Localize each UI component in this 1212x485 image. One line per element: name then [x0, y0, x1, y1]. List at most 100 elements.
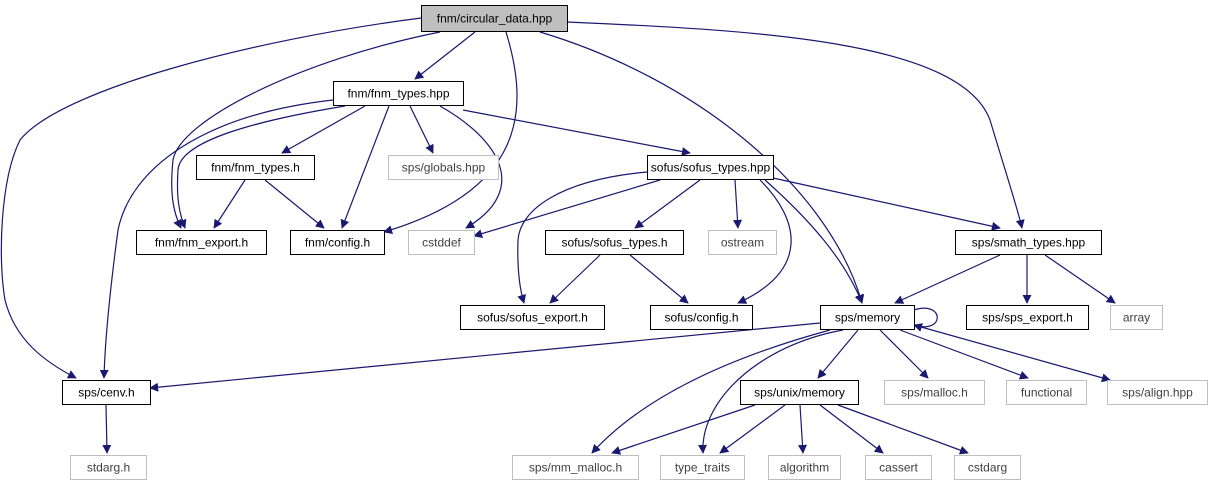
node-box [388, 155, 499, 180]
node-box [408, 230, 475, 255]
node-globals: sps/globals.hpp [388, 155, 499, 180]
edge-memory-to-type-traits [698, 329, 844, 454]
edge-unix-memory-to-algorithm [798, 404, 807, 454]
node-smath[interactable]: sps/smath_types.hpp [955, 230, 1102, 255]
node-box [820, 305, 915, 330]
edge-fnm-types-hpp-to-cstddef [439, 105, 503, 229]
edge-smath-to-array [1044, 254, 1116, 304]
node-cenv[interactable]: sps/cenv.h [62, 380, 151, 405]
node-box [70, 455, 147, 480]
node-label: sofus/sofus_export.h [477, 311, 588, 325]
edge-fnm-types-h-to-fnm-config [264, 179, 325, 229]
node-box [650, 305, 753, 330]
node-cassert: cassert [865, 455, 932, 480]
node-memory[interactable]: sps/memory [820, 305, 915, 330]
edge-circular-to-fnm-config [383, 31, 518, 234]
node-circular[interactable]: fnm/circular_data.hpp [421, 5, 568, 32]
node-box [196, 155, 315, 180]
node-label: sofus/sofus_types.h [561, 236, 667, 250]
edge-smath-to-memory [894, 254, 1001, 304]
node-cstdarg: cstdarg [954, 455, 1021, 480]
node-label: sps/align.hpp [1122, 386, 1193, 400]
node-box [290, 230, 385, 255]
node-fnm-export[interactable]: fnm/fnm_export.h [136, 230, 267, 255]
node-label: sps/unix/memory [754, 386, 845, 400]
edge-sofus-types-h-to-sofus-export [549, 254, 601, 304]
node-malloc: sps/malloc.h [884, 380, 985, 405]
node-label: fnm/config.h [305, 236, 370, 250]
edge-sofus-types-hpp-to-ostream [733, 179, 742, 229]
node-label: stdarg.h [87, 461, 130, 475]
node-label: sps/smath_types.hpp [972, 236, 1086, 250]
node-sofus-types-h[interactable]: sofus/sofus_types.h [545, 230, 684, 255]
node-label: fnm/fnm_types.h [211, 161, 300, 175]
node-box [512, 455, 639, 480]
edge-fnm-types-h-to-fnm-export [213, 179, 246, 229]
edge-memory-to-align [913, 324, 1111, 383]
node-box [545, 230, 684, 255]
node-sofus-export[interactable]: sofus/sofus_export.h [460, 305, 605, 330]
node-box [708, 230, 777, 255]
edge-fnm-types-hpp-to-fnm-export [176, 105, 346, 229]
edge-memory-to-unix-memory [817, 329, 859, 379]
edge-sofus-types-hpp-to-smath [772, 177, 1001, 231]
edge-unix-memory-to-type-traits [719, 404, 786, 454]
edge-memory-to-memory [913, 307, 938, 332]
edge-sofus-types-hpp-to-sofus-export [517, 171, 648, 304]
edge-circular-to-memory [539, 31, 865, 304]
edge-cenv-to-stdarg [102, 404, 112, 454]
node-label: sps/mm_malloc.h [529, 461, 622, 475]
edge-memory-to-cenv [149, 322, 821, 392]
edge-sofus-types-hpp-to-cstddef [473, 179, 661, 238]
node-box [865, 455, 932, 480]
node-mm-malloc: sps/mm_malloc.h [512, 455, 639, 480]
node-fnm-types-h[interactable]: fnm/fnm_types.h [196, 155, 315, 180]
edge-fnm-types-hpp-to-fnm-types-h [281, 105, 366, 154]
edge-memory-to-functional [899, 329, 1029, 380]
node-label: cstddef [422, 236, 461, 250]
node-box [884, 380, 985, 405]
node-functional: functional [1006, 380, 1087, 405]
node-label: sps/malloc.h [901, 386, 968, 400]
node-label: fnm/circular_data.hpp [437, 12, 553, 26]
edge-unix-memory-to-cassert [819, 404, 884, 454]
node-box [460, 305, 605, 330]
node-fnm-config[interactable]: fnm/config.h [290, 230, 385, 255]
node-box [1107, 380, 1208, 405]
node-box [660, 455, 745, 480]
node-sofus-types-hpp[interactable]: sofus/sofus_types.hpp [647, 155, 774, 180]
node-label: cstdarg [968, 461, 1007, 475]
edge-sofus-types-h-to-sofus-config [629, 254, 689, 304]
node-unix-memory[interactable]: sps/unix/memory [740, 380, 859, 405]
node-box [62, 380, 151, 405]
node-stdarg: stdarg.h [70, 455, 147, 480]
node-box [740, 380, 859, 405]
node-algorithm: algorithm [768, 455, 841, 480]
edge-circular-to-fnm-types-hpp [414, 31, 476, 80]
node-type-traits: type_traits [660, 455, 745, 480]
node-sps-export[interactable]: sps/sps_export.h [966, 305, 1089, 330]
edge-circular-to-cenv [0, 17, 422, 379]
node-label: cassert [879, 461, 918, 475]
node-box [647, 155, 774, 180]
edge-circular-to-smath [566, 21, 1025, 229]
node-label: functional [1021, 386, 1072, 400]
node-fnm-types-hpp[interactable]: fnm/fnm_types.hpp [333, 81, 464, 106]
node-box [768, 455, 841, 480]
node-box [955, 230, 1102, 255]
node-box [1006, 380, 1087, 405]
node-sofus-config[interactable]: sofus/config.h [650, 305, 753, 330]
edge-fnm-types-hpp-to-cenv [99, 99, 334, 379]
node-label: sps/cenv.h [78, 386, 134, 400]
node-label: sps/sps_export.h [982, 311, 1073, 325]
edge-unix-memory-to-mm-malloc [611, 404, 756, 455]
node-box [333, 81, 464, 106]
node-align: sps/align.hpp [1107, 380, 1208, 405]
node-label: sofus/sofus_types.hpp [651, 161, 771, 175]
node-label: sps/globals.hpp [402, 161, 486, 175]
node-box [966, 305, 1089, 330]
edge-fnm-types-hpp-to-fnm-config [340, 105, 390, 229]
edge-fnm-types-hpp-to-globals [409, 105, 434, 154]
edge-sofus-types-hpp-to-sofus-types-h [634, 179, 701, 229]
edge-sofus-types-hpp-to-sofus-config [737, 179, 792, 304]
